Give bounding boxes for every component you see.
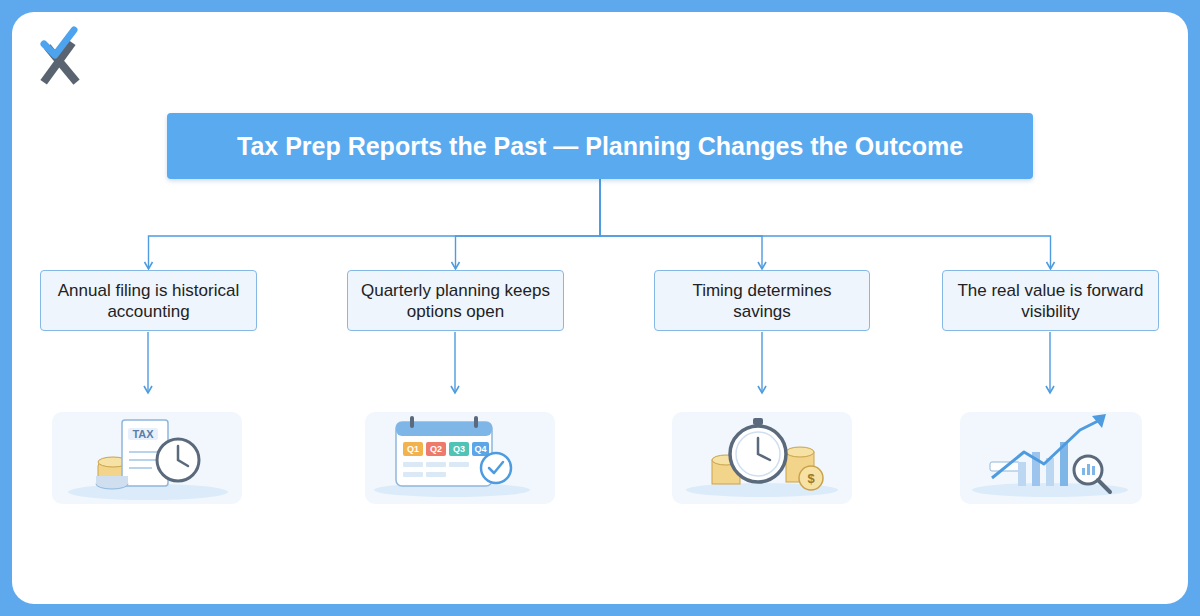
quarter-chip: Q4 xyxy=(474,444,486,454)
connector-arrow xyxy=(600,179,762,269)
quarter-chip: Q3 xyxy=(453,444,465,454)
title-text: Tax Prep Reports the Past — Planning Cha… xyxy=(237,132,963,161)
icon-text: TAX xyxy=(132,428,153,440)
connector-arrow xyxy=(600,179,1051,269)
text-group: The real value is forward visibility xyxy=(955,280,1146,322)
quarter-chip: Q2 xyxy=(430,444,442,454)
stopwatch-icon xyxy=(672,412,852,504)
logo xyxy=(44,30,74,79)
process-box: The real value is forward visibility xyxy=(942,270,1159,331)
box-text: The real value is forward visibility xyxy=(955,280,1146,322)
box-text: Quarterly planning keeps options open xyxy=(360,280,551,322)
process-box: Annual filing is historical accounting xyxy=(40,270,257,331)
quarter-chip: Q1 xyxy=(407,444,419,454)
text-group: Timing determines savings xyxy=(667,280,857,322)
process-box: Quarterly planning keeps options open xyxy=(347,270,564,331)
text-group: Tax Prep Reports the Past — Planning Cha… xyxy=(237,132,963,161)
calendar-icon xyxy=(365,412,555,504)
box-text: Annual filing is historical accounting xyxy=(53,280,244,322)
connector-arrow xyxy=(149,179,601,269)
currency-symbol: $ xyxy=(807,471,814,486)
tax-icon xyxy=(52,412,242,504)
process-box: Timing determines savings xyxy=(654,270,870,331)
title-box: Tax Prep Reports the Past — Planning Cha… xyxy=(167,113,1033,179)
leader-lines xyxy=(148,332,1050,393)
box-text: Timing determines savings xyxy=(667,280,857,322)
text-group: Quarterly planning keeps options open xyxy=(360,280,551,322)
connector-arrow xyxy=(456,179,601,269)
text-group: Annual filing is historical accounting xyxy=(53,280,244,322)
growth-chart-icon xyxy=(960,412,1142,504)
